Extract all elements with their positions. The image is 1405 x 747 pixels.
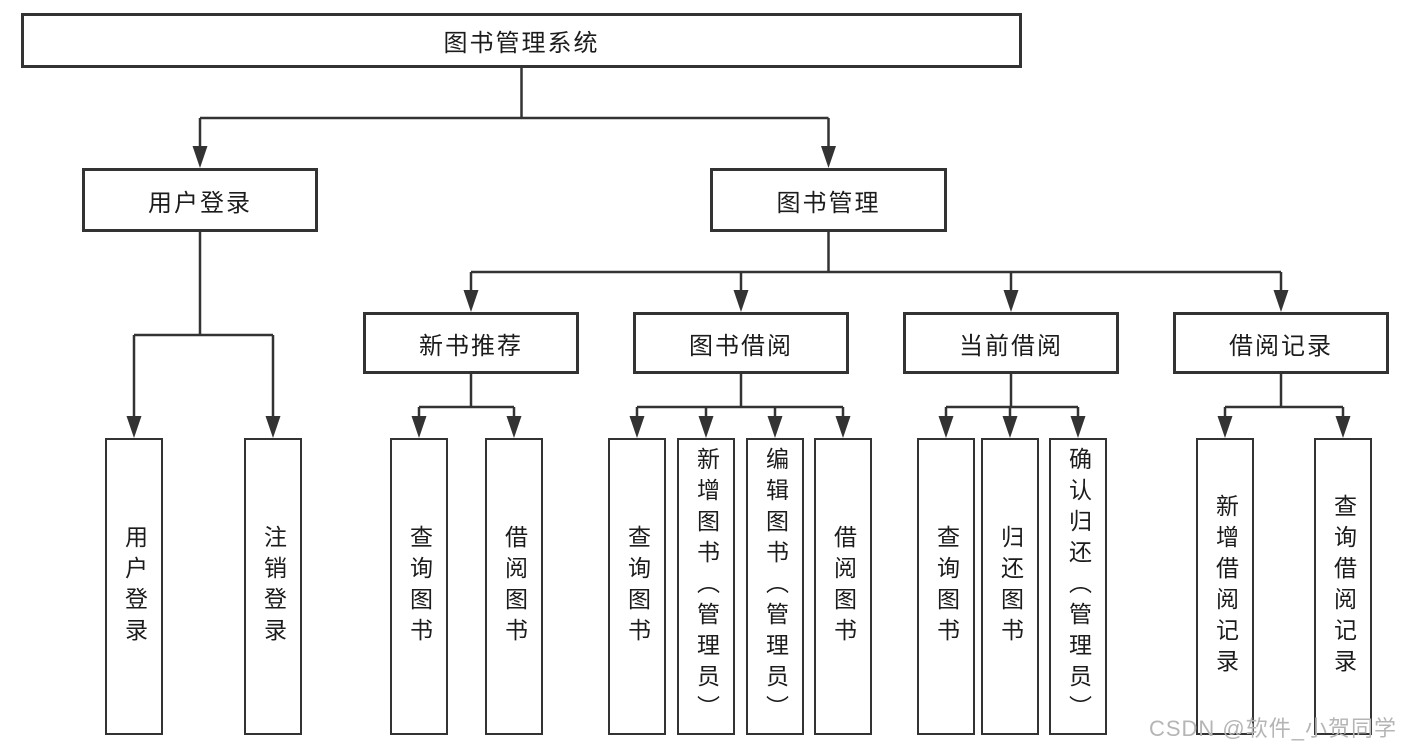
leaf-query-books-3: 查询图书 (917, 438, 975, 735)
leaf-logout-label: 注销登录 (260, 524, 287, 649)
csdn-watermark: CSDN @软件_小贺同学 (1148, 716, 1397, 741)
node-user-login: 用户登录 (82, 168, 318, 232)
leaf-edit-books-admin: 编辑图书（管理员） (746, 438, 804, 735)
node-library-system-label: 图书管理系统 (443, 30, 600, 57)
leaf-add-borrow-record-label: 新增借阅记录 (1212, 493, 1239, 680)
leaf-user-login: 用户登录 (105, 438, 163, 735)
leaf-borrow-books-2: 借阅图书 (814, 438, 872, 735)
leaf-query-books-1-label: 查询图书 (406, 524, 433, 649)
node-new-book-recommend-label: 新书推荐 (419, 332, 523, 360)
leaf-edit-books-admin-label: 编辑图书（管理员） (762, 447, 789, 726)
leaf-confirm-return-admin-label: 确认归还（管理员） (1065, 447, 1092, 726)
node-current-borrow: 当前借阅 (903, 312, 1119, 374)
leaf-query-borrow-record: 查询借阅记录 (1314, 438, 1372, 735)
node-book-management: 图书管理 (710, 168, 947, 232)
leaf-return-books-label: 归还图书 (997, 524, 1024, 649)
leaf-logout: 注销登录 (244, 438, 302, 735)
leaf-confirm-return-admin: 确认归还（管理员） (1049, 438, 1107, 735)
leaf-user-login-label: 用户登录 (121, 524, 148, 649)
node-book-borrow: 图书借阅 (633, 312, 849, 374)
leaf-query-books-2: 查询图书 (608, 438, 666, 735)
leaf-return-books: 归还图书 (981, 438, 1039, 735)
node-new-book-recommend: 新书推荐 (363, 312, 579, 374)
node-borrow-records: 借阅记录 (1173, 312, 1389, 374)
leaf-add-books-admin: 新增图书（管理员） (677, 438, 735, 735)
leaf-add-books-admin-label: 新增图书（管理员） (693, 447, 720, 726)
node-book-borrow-label: 图书借阅 (689, 332, 793, 360)
node-borrow-records-label: 借阅记录 (1229, 332, 1333, 360)
leaf-query-books-2-label: 查询图书 (624, 524, 651, 649)
leaf-query-books-3-label: 查询图书 (933, 524, 960, 649)
leaf-borrow-books-1-label: 借阅图书 (501, 524, 528, 649)
node-library-system: 图书管理系统 (21, 13, 1022, 68)
leaf-borrow-books-1: 借阅图书 (485, 438, 543, 735)
leaf-add-borrow-record: 新增借阅记录 (1196, 438, 1254, 735)
node-book-management-label: 图书管理 (776, 189, 881, 217)
leaf-query-borrow-record-label: 查询借阅记录 (1330, 493, 1357, 680)
node-current-borrow-label: 当前借阅 (959, 332, 1063, 360)
leaf-query-books-1: 查询图书 (390, 438, 448, 735)
leaf-borrow-books-2-label: 借阅图书 (830, 524, 857, 649)
node-user-login-label: 用户登录 (148, 189, 252, 217)
